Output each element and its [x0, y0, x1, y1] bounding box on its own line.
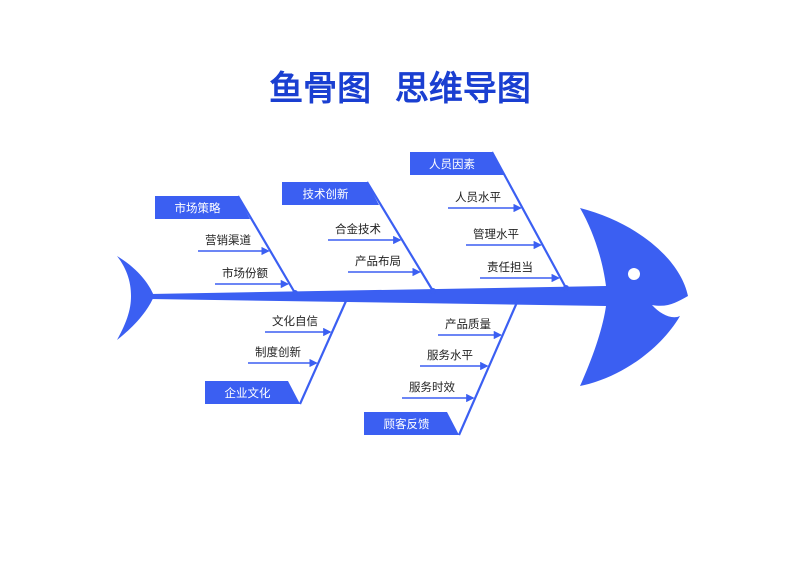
category-label: 人员因素 [429, 157, 475, 171]
item-label: 制度创新 [255, 345, 301, 359]
fish-spine [150, 286, 606, 306]
fish-eye [628, 268, 640, 280]
category-label: 市场策略 [175, 201, 221, 215]
category-box [282, 182, 379, 205]
item-label: 责任担当 [487, 260, 533, 274]
category-box [155, 196, 250, 219]
item-label: 合金技术 [335, 222, 381, 236]
category-box [205, 381, 300, 404]
category-label: 企业文化 [225, 386, 271, 400]
category-box [410, 152, 504, 175]
bone-joint [430, 288, 436, 294]
bone-joint [563, 285, 569, 291]
item-label: 市场份额 [222, 266, 268, 280]
page-title: 鱼骨图 思维导图 [269, 69, 531, 109]
item-label: 产品布局 [355, 254, 401, 268]
item-label: 管理水平 [473, 227, 519, 241]
category-box [364, 412, 459, 435]
category-label: 顾客反馈 [384, 417, 430, 431]
category-label: 技术创新 [303, 187, 349, 201]
item-label: 产品质量 [445, 317, 491, 331]
fish-head [580, 208, 688, 386]
item-label: 服务时效 [409, 380, 455, 394]
bone-joint [292, 290, 298, 296]
fish-tail [117, 256, 154, 340]
bone-line [491, 151, 567, 289]
bone-line [366, 181, 434, 292]
item-label: 服务水平 [427, 348, 473, 362]
item-label: 营销渠道 [205, 233, 251, 247]
bone-line [237, 195, 296, 294]
bone-line [298, 300, 348, 405]
item-label: 文化自信 [272, 314, 318, 328]
item-label: 人员水平 [455, 190, 501, 204]
